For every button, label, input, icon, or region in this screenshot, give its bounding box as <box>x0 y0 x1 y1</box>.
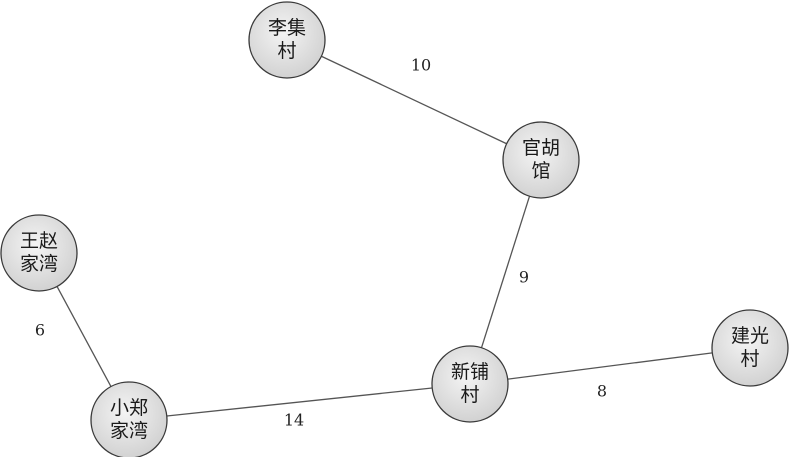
node-label-line: 官胡 <box>522 137 560 159</box>
edge-xinpucun-jianguangcun <box>507 352 713 380</box>
edge-lijicun-guanhuguan <box>321 55 507 145</box>
node-label-line: 村 <box>740 348 759 370</box>
edge-weight-label: 8 <box>597 382 607 401</box>
edge-weight-label: 10 <box>411 56 431 75</box>
node-label-line: 小郑 <box>110 397 148 419</box>
node-label-line: 村 <box>277 40 296 62</box>
node-circle <box>0 214 78 292</box>
node-circle <box>248 1 326 79</box>
node-lijicun: 李集村 <box>248 1 326 79</box>
edges-layer: 10 9 6 14 8 <box>35 55 713 430</box>
edge-weight-label: 6 <box>35 321 45 340</box>
node-circle <box>431 345 509 423</box>
node-xinpucun: 新铺村 <box>431 345 509 423</box>
node-label-line: 新铺 <box>451 361 489 383</box>
node-label-line: 建光 <box>731 325 769 347</box>
node-label-line: 馆 <box>531 160 550 182</box>
edge-wangzhaojiawan-xiaozhengjiawan <box>56 286 112 387</box>
node-label-line: 家湾 <box>110 420 148 442</box>
node-circle <box>711 309 789 387</box>
edge-weight-label: 14 <box>284 411 304 430</box>
node-label-line: 李集 <box>268 17 306 39</box>
node-circle <box>502 121 580 199</box>
edge-xiaozhengjiawan-xinpucun <box>166 387 433 417</box>
node-label-line: 家湾 <box>20 253 58 275</box>
node-label-line: 村 <box>460 384 479 406</box>
node-label-line: 王赵 <box>20 230 58 252</box>
edge-weight-label: 9 <box>519 268 529 287</box>
node-circle <box>90 381 168 457</box>
node-guanhuguan: 官胡馆 <box>502 121 580 199</box>
edge-guanhuguan-xinpucun <box>480 196 531 348</box>
node-jianguangcun: 建光村 <box>711 309 789 387</box>
